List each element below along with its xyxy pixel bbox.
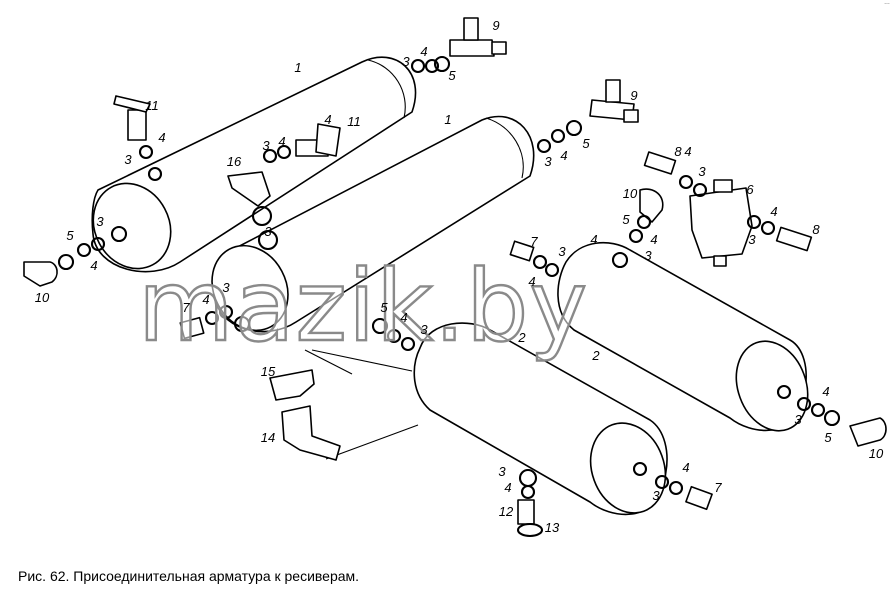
- callout-label: 10: [869, 446, 884, 461]
- elbow-fitting-15: [269, 369, 315, 401]
- callout-label: 3: [698, 164, 706, 179]
- callout-label: 3: [652, 488, 660, 503]
- callout-label: 4: [528, 274, 535, 289]
- callout-label: 4: [400, 310, 407, 325]
- plug-7-left: [179, 316, 205, 340]
- callout-labels: 1 1 2 2 3 3 3 3 3 3 3 3 3 3 3 3 3 3 3 4 …: [35, 18, 884, 535]
- callout-label: 3: [96, 214, 104, 229]
- callout-label: 4: [682, 460, 689, 475]
- callout-label: 4: [420, 44, 427, 59]
- callout-label: 3: [748, 232, 756, 247]
- callout-label: 4: [158, 130, 165, 145]
- callout-label: 3: [222, 280, 230, 295]
- callout-label: 4: [770, 204, 777, 219]
- callout-label: 3: [402, 54, 410, 69]
- callout-label: 1: [444, 112, 451, 127]
- filter-6: [689, 179, 753, 267]
- callout-label: 12: [499, 504, 514, 519]
- drain-valve-11-left: [113, 95, 154, 160]
- leader-lines: [304, 349, 419, 460]
- callout-label: 3: [420, 322, 428, 337]
- callout-label: 4: [684, 144, 691, 159]
- receiver-2-right: [557, 242, 809, 432]
- watermark: mazik.by: [138, 250, 588, 364]
- elbow-fitting-10-right: [849, 417, 887, 447]
- callout-label: 3: [544, 154, 552, 169]
- callout-label: 14: [261, 430, 275, 445]
- callout-label: 7: [714, 480, 722, 495]
- receiver-2-center: [413, 322, 668, 516]
- callout-label: 13: [545, 520, 560, 535]
- callout-label: 5: [66, 228, 74, 243]
- callout-label: 6: [746, 182, 754, 197]
- callout-label: 7: [530, 234, 538, 249]
- leader-line: [304, 349, 353, 375]
- callout-label: 2: [517, 330, 526, 345]
- callout-label: 3: [264, 224, 272, 239]
- callout-label: 15: [261, 364, 276, 379]
- callout-label: 2: [591, 348, 600, 363]
- callout-label: 4: [590, 232, 597, 247]
- fitting-8-top: [643, 151, 677, 175]
- callout-label: 3: [794, 412, 802, 427]
- elbow-fitting-10-left: [23, 261, 58, 287]
- callout-label: 10: [623, 186, 638, 201]
- callout-label: 3: [262, 138, 270, 153]
- elbow-fitting-16: [227, 171, 279, 251]
- drain-fitting-12: [517, 468, 538, 525]
- corner-mark: …: [884, 0, 890, 6]
- callout-label: 5: [582, 136, 590, 151]
- callout-label: 3: [558, 244, 566, 259]
- tee-fitting-9-right: [589, 79, 639, 123]
- callout-label: 9: [492, 18, 499, 33]
- callout-label: 11: [347, 114, 361, 129]
- callout-label: 5: [448, 68, 456, 83]
- callout-label: 16: [227, 154, 242, 169]
- callout-label: 1: [294, 60, 301, 75]
- ring-13: [516, 522, 544, 538]
- callout-label: 11: [145, 98, 159, 113]
- callout-label: 4: [324, 112, 331, 127]
- callout-label: 4: [560, 148, 567, 163]
- plug-7-center: [509, 240, 535, 262]
- leader-line: [325, 424, 419, 460]
- leader-line: [311, 349, 413, 372]
- callout-label: 7: [182, 300, 190, 315]
- callout-label: 10: [35, 290, 50, 305]
- callout-label: 4: [90, 258, 97, 273]
- callout-label: 8: [674, 144, 682, 159]
- callout-label: 3: [498, 464, 506, 479]
- plug-7-bottom: [685, 485, 713, 511]
- washers: [57, 55, 841, 496]
- elbow-fitting-10-mid: [639, 188, 664, 223]
- figure-caption: Рис. 62. Присоединительная арматура к ре…: [18, 568, 360, 584]
- callout-label: 3: [124, 152, 132, 167]
- callout-label: 4: [504, 480, 511, 495]
- callout-label: 4: [278, 134, 285, 149]
- union-fitting-14: [281, 405, 341, 461]
- callout-label: 4: [202, 292, 209, 307]
- callout-label: 5: [622, 212, 630, 227]
- callout-label: 3: [644, 248, 652, 263]
- callout-label: 4: [822, 384, 829, 399]
- callout-label: 4: [650, 232, 657, 247]
- drain-valve-11-center: [295, 123, 341, 157]
- receiver-1-upper: [91, 56, 417, 273]
- tee-fitting-9-top: [449, 17, 507, 57]
- fitting-8-right: [775, 226, 813, 252]
- callout-label: 9: [630, 88, 637, 103]
- callout-label: 5: [824, 430, 832, 445]
- callout-label: 8: [812, 222, 820, 237]
- callout-label: 5: [380, 300, 388, 315]
